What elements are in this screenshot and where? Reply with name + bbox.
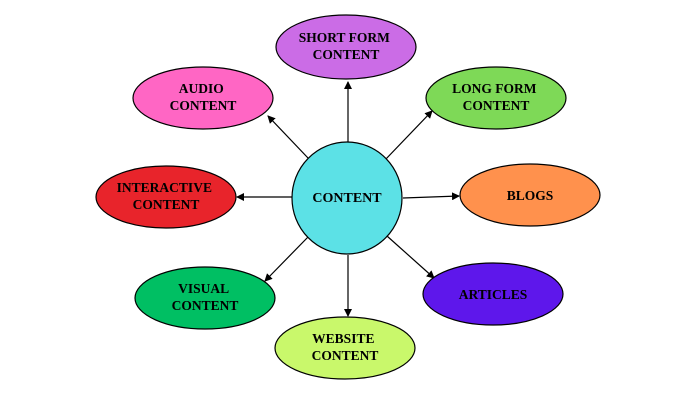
- node-short-form: SHORT FORM CONTENT: [275, 14, 417, 80]
- node-ellipse: [95, 165, 237, 229]
- node-label-line: SHORT FORM: [299, 30, 390, 45]
- node-visual: VISUAL CONTENT: [134, 266, 276, 330]
- center-ellipse: [291, 141, 403, 255]
- node-label-line: CONTENT: [463, 98, 530, 113]
- center-node: CONTENT: [291, 141, 403, 255]
- node-label-line: AUDIO: [179, 81, 224, 96]
- node-label: ARTICLES: [459, 287, 528, 302]
- center-label-line: CONTENT: [312, 191, 382, 206]
- node-label: BLOGS: [507, 188, 554, 203]
- connector-arrows: [236, 81, 460, 317]
- node-label: VISUAL CONTENT: [172, 281, 239, 313]
- node-label: INTERACTIVE CONTENT: [117, 180, 216, 212]
- node-ellipse: [275, 14, 417, 80]
- node-blogs: BLOGS: [459, 163, 601, 227]
- node-audio: AUDIO CONTENT: [132, 66, 274, 130]
- node-ellipse: [134, 266, 276, 330]
- node-articles: ARTICLES: [422, 262, 564, 326]
- node-label-line: LONG FORM: [452, 81, 537, 96]
- node-label-line: INTERACTIVE: [117, 180, 212, 195]
- arrow-blogs: [402, 192, 460, 201]
- arrow-long-form: [384, 110, 433, 161]
- node-label: SHORT FORM CONTENT: [299, 30, 394, 62]
- node-interactive: INTERACTIVE CONTENT: [95, 165, 237, 229]
- node-label-line: CONTENT: [133, 197, 200, 212]
- node-label-line: CONTENT: [172, 298, 239, 313]
- node-label-line: VISUAL: [178, 281, 229, 296]
- node-website: WEBSITE CONTENT: [274, 316, 416, 380]
- node-ellipse: [422, 262, 564, 326]
- node-ellipse: [132, 66, 274, 130]
- node-ellipse: [425, 66, 567, 130]
- node-label-line: ARTICLES: [459, 287, 528, 302]
- node-ellipse: [459, 163, 601, 227]
- arrow-articles: [386, 235, 435, 279]
- node-label: AUDIO CONTENT: [170, 81, 237, 113]
- arrow-audio: [267, 115, 309, 159]
- arrow-visual: [264, 235, 310, 282]
- node-label-line: WEBSITE: [312, 331, 374, 346]
- node-long-form: LONG FORM CONTENT: [425, 66, 567, 130]
- node-ellipse: [274, 316, 416, 380]
- node-label-line: CONTENT: [313, 47, 380, 62]
- node-label-line: BLOGS: [507, 188, 554, 203]
- node-label: WEBSITE CONTENT: [312, 331, 379, 363]
- center-label: CONTENT: [312, 191, 382, 206]
- node-label: LONG FORM CONTENT: [452, 81, 540, 113]
- node-label-line: CONTENT: [312, 348, 379, 363]
- node-label-line: CONTENT: [170, 98, 237, 113]
